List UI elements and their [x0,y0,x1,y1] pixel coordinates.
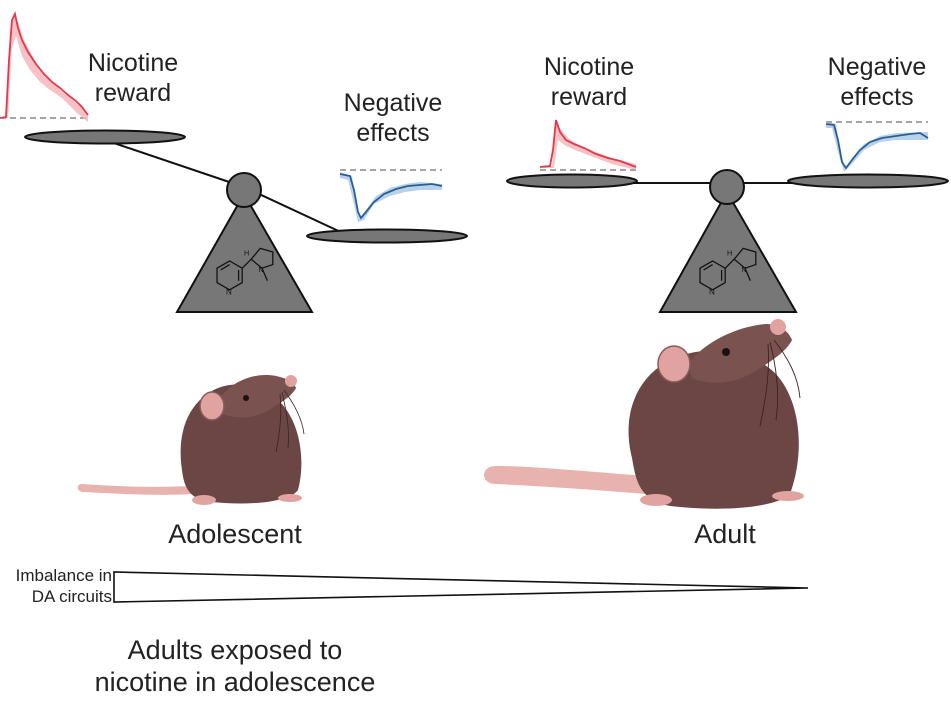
left-pivot [226,172,262,208]
left-reward-label-line2: reward [94,79,172,107]
adolescent-mouse-icon [77,375,305,505]
adolescent-label: Adolescent [168,519,302,549]
imbalance-label-line2: DA circuits [31,587,112,607]
adolescent-mouse-tail [77,484,192,495]
adult-mouse-ear [657,345,691,383]
left-reward-label-line1: Nicotine [87,49,179,77]
left-negative-label: Negative effects [334,88,452,148]
left-nicotine-molecule-icon: N N H [216,247,274,296]
left-reward-line [0,11,89,119]
left-reward-pan [24,129,186,145]
right-reward-trace [539,119,637,171]
right-fulcrum [658,189,798,313]
adult-mouse-nose [770,319,786,335]
right-reward-shade [540,120,636,170]
left-reward-trace [0,11,89,122]
left-negative-label-line1: Negative [343,89,443,117]
bottom-caption-line1: Adults exposed to [127,635,343,665]
adult-mouse-icon [484,319,804,509]
left-beam [104,139,245,188]
right-pivot [709,169,745,205]
svg-text:N: N [258,265,263,274]
adult-mouse-front-paw [640,494,672,506]
adolescent-mouse-ear [199,391,225,421]
left-negative-trace [339,169,443,222]
adult-mouse-hind-paw [772,491,804,501]
right-reward-line [539,119,637,168]
adolescent-mouse-head [218,375,296,418]
adolescent-mouse-whiskers [275,389,305,453]
adult-mouse-body [628,350,799,509]
svg-text:H: H [727,249,732,258]
adolescent-mouse-front-paw [192,495,216,505]
right-nicotine-molecule-icon: N N H [699,247,757,296]
right-negative-label-line2: effects [840,83,914,111]
adult-mouse-tail [484,466,646,494]
right-reward-label: Nicotine reward [534,52,644,112]
left-negative-pan [306,228,468,244]
svg-text:N: N [741,265,746,274]
right-negative-label: Negative effects [818,52,936,112]
left-fulcrum [175,191,314,313]
svg-text:N: N [226,287,232,296]
right-negative-line [825,123,929,170]
adult-mouse-head [688,324,792,383]
left-negative-line [339,173,443,220]
adolescent-mouse-nose [285,375,297,387]
adolescent-mouse-eye [243,395,249,401]
bottom-caption: Adults exposed to nicotine in adolescenc… [70,634,400,699]
right-negative-trace [825,121,929,172]
right-reward-label-line2: reward [550,83,628,111]
left-balance-scale: N N H [24,129,468,313]
left-reward-label: Nicotine reward [78,48,188,108]
svg-text:N: N [709,287,715,296]
right-balance-scale: N N H [506,169,949,313]
adult-mouse-whiskers [759,339,801,427]
right-negative-label-line1: Negative [827,53,927,81]
right-reward-label-line1: Nicotine [543,53,635,81]
bottom-caption-line2: nicotine in adolescence [94,667,376,698]
right-negative-shade [826,122,928,172]
left-negative-label-line2: effects [356,119,430,147]
imbalance-gradient-wedge [113,571,809,603]
left-reward-shade [0,12,88,122]
adult-mouse-eye [722,348,730,356]
svg-text:H: H [244,249,249,258]
right-negative-pan [787,173,949,189]
imbalance-label-line1: Imbalance in [15,566,112,585]
adult-label: Adult [694,519,756,549]
right-reward-pan [506,173,638,189]
adolescent-mouse-hind-paw [278,494,302,502]
imbalance-label: Imbalance in DA circuits [0,565,112,608]
